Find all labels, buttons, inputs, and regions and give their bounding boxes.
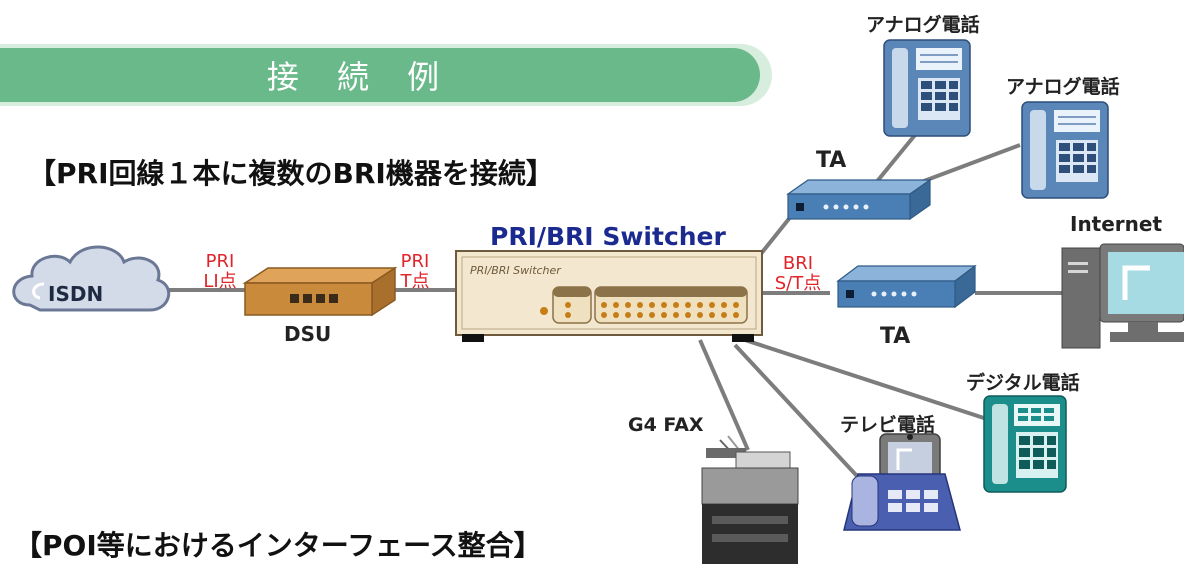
port-led xyxy=(733,312,739,318)
ta-mid-device-icon xyxy=(836,264,977,309)
port-led xyxy=(709,302,715,308)
ta-top-label: TA xyxy=(816,148,847,173)
isdn-cloud-icon xyxy=(12,245,171,312)
analog-phone-2-icon xyxy=(1021,101,1109,199)
video-phone-label: テレビ電話 xyxy=(840,414,936,436)
banner xyxy=(0,44,772,106)
port-led xyxy=(637,312,643,318)
switcher-device-icon xyxy=(455,250,763,342)
port-led xyxy=(601,302,607,308)
port-led xyxy=(661,302,667,308)
port-led xyxy=(685,302,691,308)
heading-poi-interface: 【POI等におけるインターフェース整合】 xyxy=(14,529,542,562)
pri-t-point-label: PRI T点 xyxy=(400,251,430,292)
switcher-port-leds xyxy=(601,302,739,318)
port-led xyxy=(649,302,655,308)
port-led xyxy=(613,312,619,318)
analog-phone-1-icon xyxy=(883,39,971,137)
port-led xyxy=(673,302,679,308)
dsu-label: DSU xyxy=(284,322,332,346)
port-led xyxy=(685,312,691,318)
switcher-title: PRI/BRI Switcher xyxy=(490,222,726,251)
port-led xyxy=(613,302,619,308)
port-led xyxy=(709,312,715,318)
ta-mid-label: TA xyxy=(880,324,911,349)
port-led xyxy=(697,302,703,308)
line-switcher-digital xyxy=(744,338,991,422)
dsu-device-icon xyxy=(242,266,398,317)
port-led xyxy=(625,312,631,318)
port-led xyxy=(601,312,607,318)
g4-fax-label: G4 FAX xyxy=(628,414,704,436)
port-led xyxy=(721,312,727,318)
port-led xyxy=(649,312,655,318)
banner-title: 接 続 例 xyxy=(266,58,454,96)
analog-phone-2-label: アナログ電話 xyxy=(1006,76,1120,98)
port-led xyxy=(661,312,667,318)
internet-computer-icon xyxy=(1061,243,1184,349)
isdn-label: ISDN xyxy=(48,282,104,306)
video-phone-icon xyxy=(843,433,961,531)
port-led xyxy=(637,302,643,308)
port-led xyxy=(721,302,727,308)
bri-st-point-label: BRI S/T点 xyxy=(774,253,822,294)
heading-pri-multiple-bri: 【PRI回線１本に複数のBRI機器を接続】 xyxy=(28,157,554,190)
line-switcher-fax xyxy=(698,339,750,451)
port-led xyxy=(625,302,631,308)
ta-top-device-icon xyxy=(786,178,932,221)
digital-phone-label: デジタル電話 xyxy=(966,372,1080,394)
port-led xyxy=(697,312,703,318)
analog-phone-1-label: アナログ電話 xyxy=(866,14,980,36)
internet-label: Internet xyxy=(1070,212,1163,236)
pri-li-point-label: PRI LI点 xyxy=(203,251,237,292)
port-led xyxy=(733,302,739,308)
digital-phone-icon xyxy=(983,395,1067,493)
switcher-panel-label: PRI/BRI Switcher xyxy=(470,264,561,277)
port-led xyxy=(673,312,679,318)
g4-fax-machine-icon xyxy=(701,435,799,564)
line-switcher-video xyxy=(733,343,872,492)
